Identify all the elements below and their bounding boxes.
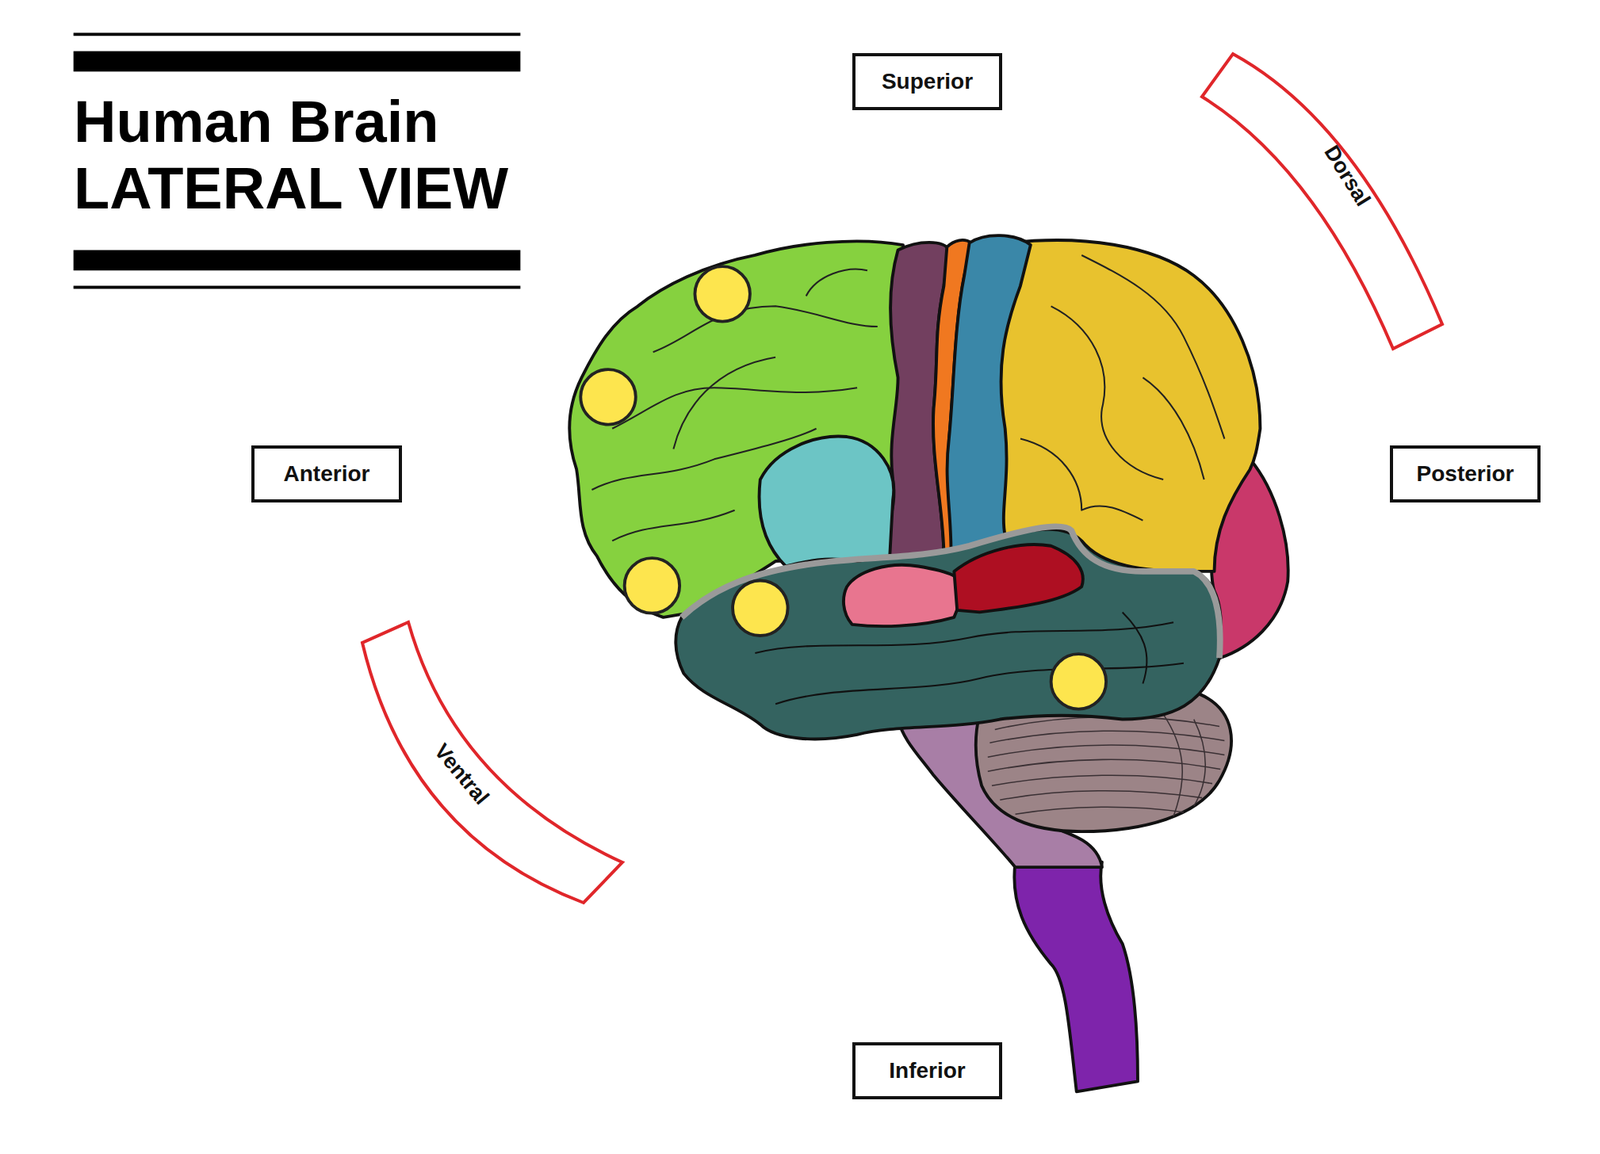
marker-dot <box>694 266 750 322</box>
direction-box: Posterior <box>1389 445 1541 503</box>
folium <box>999 791 1202 800</box>
band-shape <box>1201 53 1443 349</box>
broca-area <box>759 436 895 567</box>
postcentral-strip <box>947 235 1031 552</box>
sulcus <box>1081 255 1225 440</box>
thick-rule <box>73 250 521 272</box>
folium <box>1015 807 1184 815</box>
direction-label: Inferior <box>888 1058 965 1084</box>
cerebellum-folia <box>987 714 1225 817</box>
band-shape <box>362 622 623 904</box>
marker-dot <box>732 581 788 636</box>
direction-band: Dorsal <box>1198 50 1445 353</box>
direction-band: Ventral <box>359 619 625 907</box>
sulcus <box>754 622 1174 654</box>
band-outline <box>359 619 625 907</box>
sulcus <box>806 269 868 297</box>
sulcus <box>1051 306 1164 480</box>
brain <box>569 235 1288 1092</box>
wernicke-area <box>953 544 1083 613</box>
lateral-sulcus <box>681 526 1221 659</box>
sulcus <box>1142 377 1204 480</box>
direction-label: Anterior <box>283 461 371 487</box>
direction-box: Superior <box>852 53 1003 111</box>
folium <box>991 775 1213 786</box>
diagram-title: Human Brain LATERAL VIEW <box>73 88 550 223</box>
auditory-area <box>843 565 965 627</box>
direction-box: Anterior <box>251 445 402 503</box>
thin-rule <box>73 286 521 290</box>
folium <box>987 745 1225 758</box>
folium <box>1163 714 1183 817</box>
thin-rule <box>73 32 521 36</box>
temporal-gyri <box>754 612 1184 705</box>
medulla <box>1014 862 1138 1093</box>
marker-dot <box>580 369 636 425</box>
sulcus <box>673 357 776 450</box>
direction-label: Superior <box>881 68 973 95</box>
sulcus <box>653 306 878 353</box>
sulcus <box>612 510 735 542</box>
sulcus <box>612 387 858 429</box>
sulcus <box>1122 612 1148 684</box>
marker-dots <box>580 266 1107 710</box>
temporal-lobe <box>675 529 1222 739</box>
marker-dot <box>624 558 680 613</box>
folium <box>989 731 1225 743</box>
sulcus <box>1020 439 1143 521</box>
thick-rule <box>73 51 521 73</box>
folium <box>987 759 1221 772</box>
direction-box: Inferior <box>852 1042 1003 1100</box>
sulcus <box>775 663 1184 705</box>
folium <box>1194 719 1206 807</box>
marker-dot <box>1051 654 1107 709</box>
band-outline <box>1198 50 1445 353</box>
direction-label: Posterior <box>1416 461 1515 487</box>
